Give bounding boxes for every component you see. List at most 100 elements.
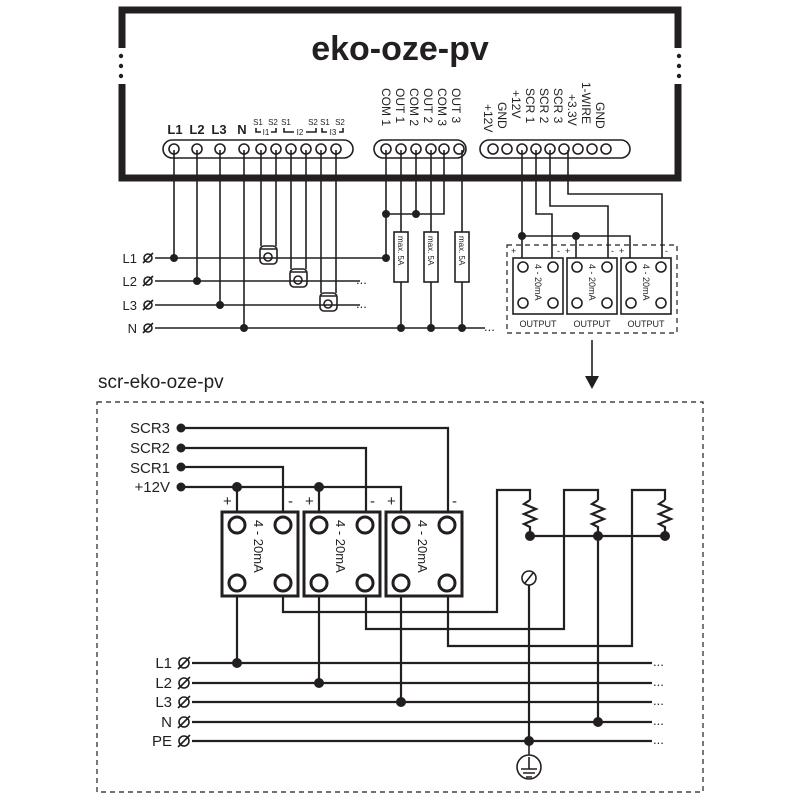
plus-sign: +: [223, 493, 232, 510]
module-terminal: [309, 573, 329, 593]
screw-terminal-icon: [143, 300, 153, 310]
relay-terminal-labels: COM 1 OUT 1 COM 2 OUT 2 COM 3 OUT 3: [379, 88, 463, 126]
module-terminal: [391, 573, 411, 593]
continuation-n: ...: [653, 713, 664, 728]
terminal-label-l2: L2: [189, 122, 204, 137]
module-terminal: [391, 515, 411, 535]
module-terminal: [625, 261, 637, 273]
top-wiring: [155, 150, 485, 332]
module-terminal: [571, 297, 583, 309]
minus-sign: -: [557, 246, 560, 256]
top-line-labels: L1 L2 L3 N ... ... ...: [123, 251, 495, 336]
terminal-label-12v: +12V: [509, 90, 523, 118]
terminal-label-12v: +12V: [481, 104, 495, 132]
fuse: max. 5A: [423, 231, 439, 283]
terminal-screw: [586, 143, 598, 155]
output-label: OUTPUT: [628, 319, 666, 329]
ct-name-i2: I2: [297, 128, 304, 137]
output-wiring: [506, 150, 678, 334]
terminal-label-n: N: [237, 122, 246, 137]
terminal-label-out2: OUT 2: [421, 88, 435, 123]
scr-4-20ma-module: 4 - 20mA+-: [220, 493, 300, 598]
device-enclosure: [118, 6, 682, 182]
ct-label-s1: S1: [320, 118, 330, 127]
minus-sign: -: [611, 246, 614, 256]
screw-terminal-icon: [178, 677, 190, 689]
down-arrow-icon: [585, 340, 599, 389]
terminal-label-gnd: GND: [593, 102, 607, 129]
terminal-label-1wire: 1-WIRE: [579, 82, 593, 124]
screw-terminal-icon: [143, 323, 153, 333]
line-label-l1: L1: [123, 251, 137, 266]
module-terminal: [655, 261, 667, 273]
continuation-l3: ...: [356, 296, 367, 311]
scr-4-20ma-module: 4 - 20mA+-: [384, 493, 464, 598]
fuse-label: max. 5A: [457, 236, 466, 266]
module-terminal: [437, 515, 457, 535]
ct-name-i1: I1: [263, 128, 270, 137]
line-label-l3: L3: [155, 694, 172, 711]
scr-4-20ma-module: 4 - 20mA+-: [302, 493, 382, 598]
continuation-pe: ...: [653, 732, 664, 747]
terminal-label-3v3: +3.3V: [565, 94, 579, 126]
terminal-label-scr2: SCR 2: [537, 88, 551, 124]
ct-label-s1: S1: [281, 118, 291, 127]
terminal-label-com2: COM 2: [407, 88, 421, 126]
module-terminal: [355, 573, 375, 593]
terminal-screw: [572, 143, 584, 155]
continuation-l3: ...: [653, 693, 664, 708]
module-text: 4 - 20mA: [587, 264, 597, 301]
terminal-label-gnd: GND: [495, 102, 509, 129]
terminal-label-l1: L1: [167, 122, 182, 137]
line-label-l1: L1: [155, 655, 172, 672]
terminal-label-out3: OUT 3: [449, 88, 463, 123]
module-terminal: [547, 261, 559, 273]
continuation-l2: ...: [653, 674, 664, 689]
continuation-n: ...: [484, 319, 495, 334]
signal-terminal-labels: +12V GND +12V SCR 1 SCR 2 SCR 3 +3.3V 1-…: [481, 82, 607, 132]
input-label-scr1: SCR1: [130, 460, 170, 477]
terminal-label-com3: COM 3: [435, 88, 449, 126]
module-terminal: [601, 261, 613, 273]
scr-inputs: SCR3 SCR2 SCR1 +12V: [130, 420, 186, 496]
module-terminal: [437, 573, 457, 593]
ct-label-s2: S2: [335, 118, 345, 127]
scr-line-labels: L1 L2 L3 N PE ... ... ... ... ...: [152, 654, 664, 750]
plus-sign: +: [619, 246, 624, 256]
module-text: 4 - 20mA: [333, 520, 348, 573]
module-terminal: [601, 297, 613, 309]
fuse-label: max. 5A: [426, 236, 435, 266]
plus-sign: +: [387, 493, 396, 510]
terminal-screw: [487, 143, 499, 155]
fuse: max. 5A: [393, 231, 409, 283]
scr-module-title: scr-eko-oze-pv: [98, 372, 224, 393]
module-terminal: [655, 297, 667, 309]
module-terminal: [547, 297, 559, 309]
screw-terminal-icon: [178, 657, 190, 669]
line-label-l2: L2: [123, 274, 137, 289]
module-text: 4 - 20mA: [251, 520, 266, 573]
scr-module-boundary: [96, 401, 704, 793]
line-label-n: N: [161, 714, 172, 731]
module-text: 4 - 20mA: [533, 264, 543, 301]
plus-sign: +: [305, 493, 314, 510]
terminal-label-scr3: SCR 3: [551, 88, 565, 124]
ground-icon: [516, 754, 542, 780]
input-label-scr2: SCR2: [130, 440, 170, 457]
module-terminal: [309, 515, 329, 535]
terminal-label-l3: L3: [211, 122, 226, 137]
module-terminal: [273, 573, 293, 593]
line-label-l2: L2: [155, 675, 172, 692]
plus-sign: +: [511, 246, 516, 256]
module-text: 4 - 20mA: [415, 520, 430, 573]
module-terminal: [227, 515, 247, 535]
input-label-scr3: SCR3: [130, 420, 170, 437]
terminal-label-out1: OUT 1: [393, 88, 407, 123]
module-terminal: [273, 515, 293, 535]
screw-terminal-icon: [143, 276, 153, 286]
terminal-screw: [600, 143, 612, 155]
line-label-n: N: [128, 321, 137, 336]
